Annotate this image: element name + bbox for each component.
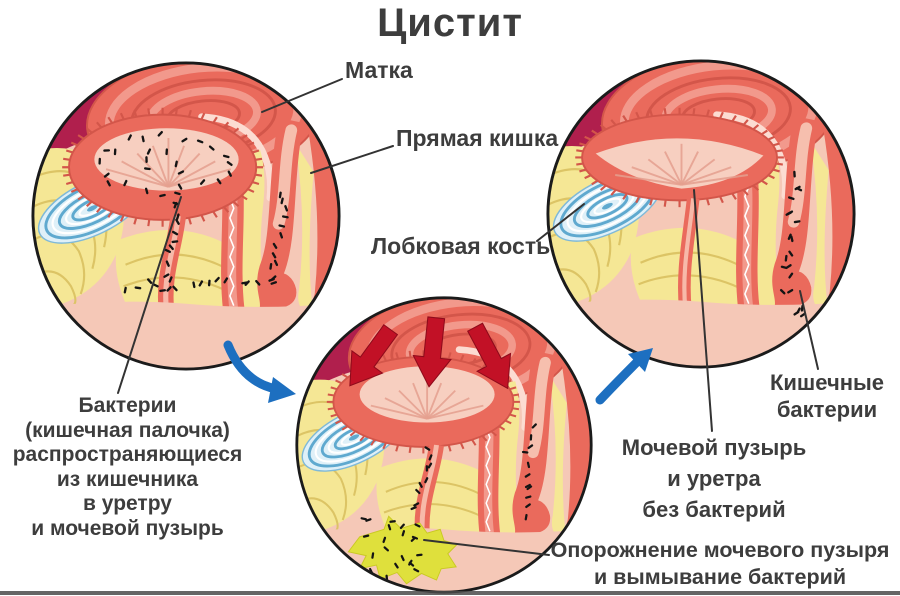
label-rectum: Прямая кишка [396,125,559,151]
bladder-shape [62,107,264,227]
pressure-arrows-icon [349,316,512,390]
bladder-shape [575,107,784,208]
label-pubic-bone: Лобковая кость [371,233,551,259]
label-bladder-no-bacteria: Мочевой пузырь и уретра без бактерий [621,435,807,523]
bottom-edge [0,591,900,595]
urine-splash-shape [347,515,459,585]
label-bacteria-spread: Бактерии (кишечная палочка) распространя… [12,394,243,540]
label-intestinal-bacteria: Кишечные бактерии [769,370,885,423]
label-uterus: Матка [345,57,413,83]
bladder-shape [326,350,520,454]
label-bladder-emptying: Опорожнение мочевого пузыря и вымывание … [550,538,890,589]
page-title: Цистит [377,1,523,45]
bacteria-dots [347,423,537,588]
